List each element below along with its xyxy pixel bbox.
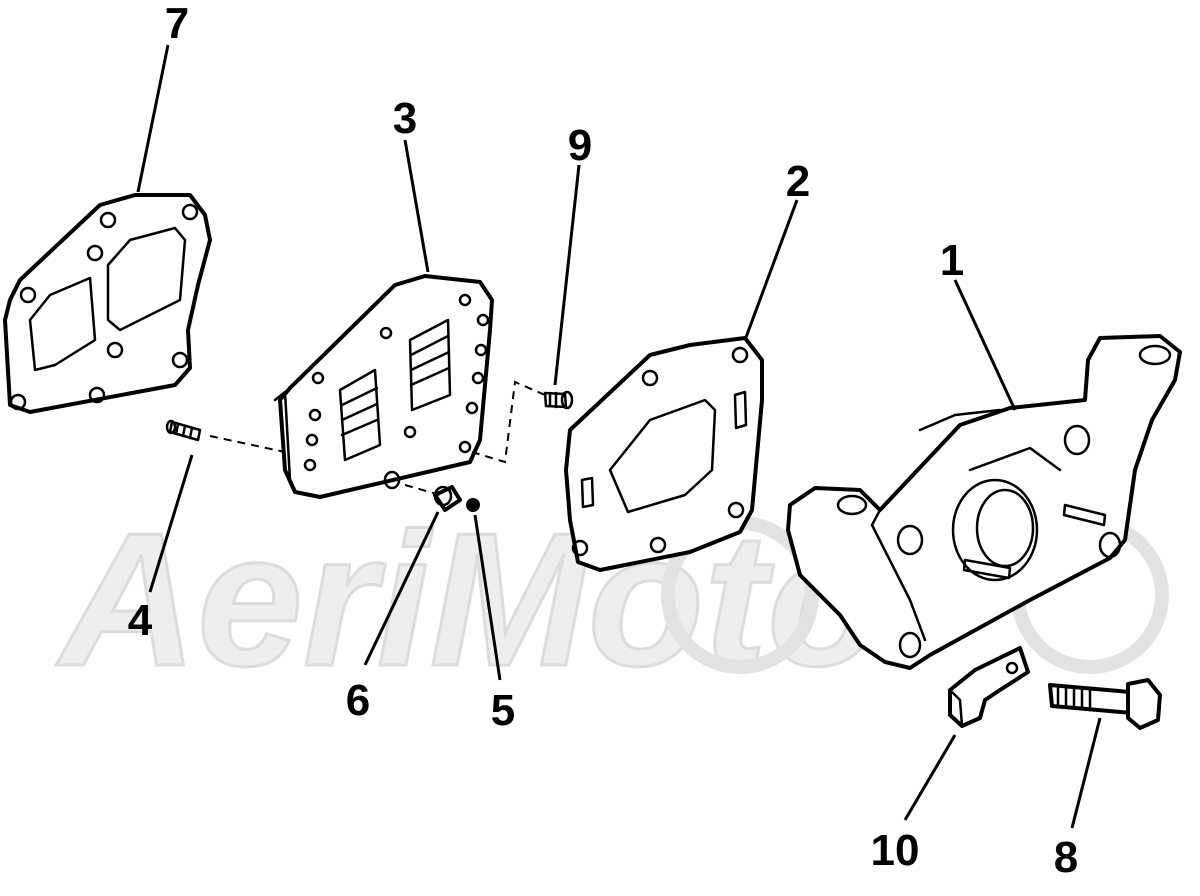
label-part-5: 5 xyxy=(491,686,515,735)
part-9-screw xyxy=(543,390,574,410)
label-part-7: 7 xyxy=(165,0,189,48)
part-7-gasket xyxy=(3,193,212,414)
part-3-reed-plate xyxy=(273,274,494,499)
part-10-clamp xyxy=(948,646,1030,728)
label-part-8: 8 xyxy=(1054,833,1078,882)
part-1-housing xyxy=(786,334,1182,670)
label-part-4: 4 xyxy=(128,596,153,645)
label-part-1: 1 xyxy=(940,236,964,285)
watermark-logo: AeriMoto xyxy=(55,493,1169,708)
label-part-3: 3 xyxy=(393,94,417,143)
part-6-bushing xyxy=(383,470,462,512)
label-part-10: 10 xyxy=(871,826,920,875)
part-8-bolt xyxy=(1048,678,1162,730)
part-labels: 7 3 9 2 1 4 6 5 10 8 xyxy=(128,0,1078,882)
label-part-2: 2 xyxy=(786,157,810,206)
leader-lines xyxy=(136,44,1102,829)
part-2-gasket xyxy=(564,336,764,572)
part-4-screw xyxy=(165,419,202,442)
label-part-9: 9 xyxy=(568,121,592,170)
part-5-plug xyxy=(466,498,480,512)
label-part-6: 6 xyxy=(346,676,370,725)
